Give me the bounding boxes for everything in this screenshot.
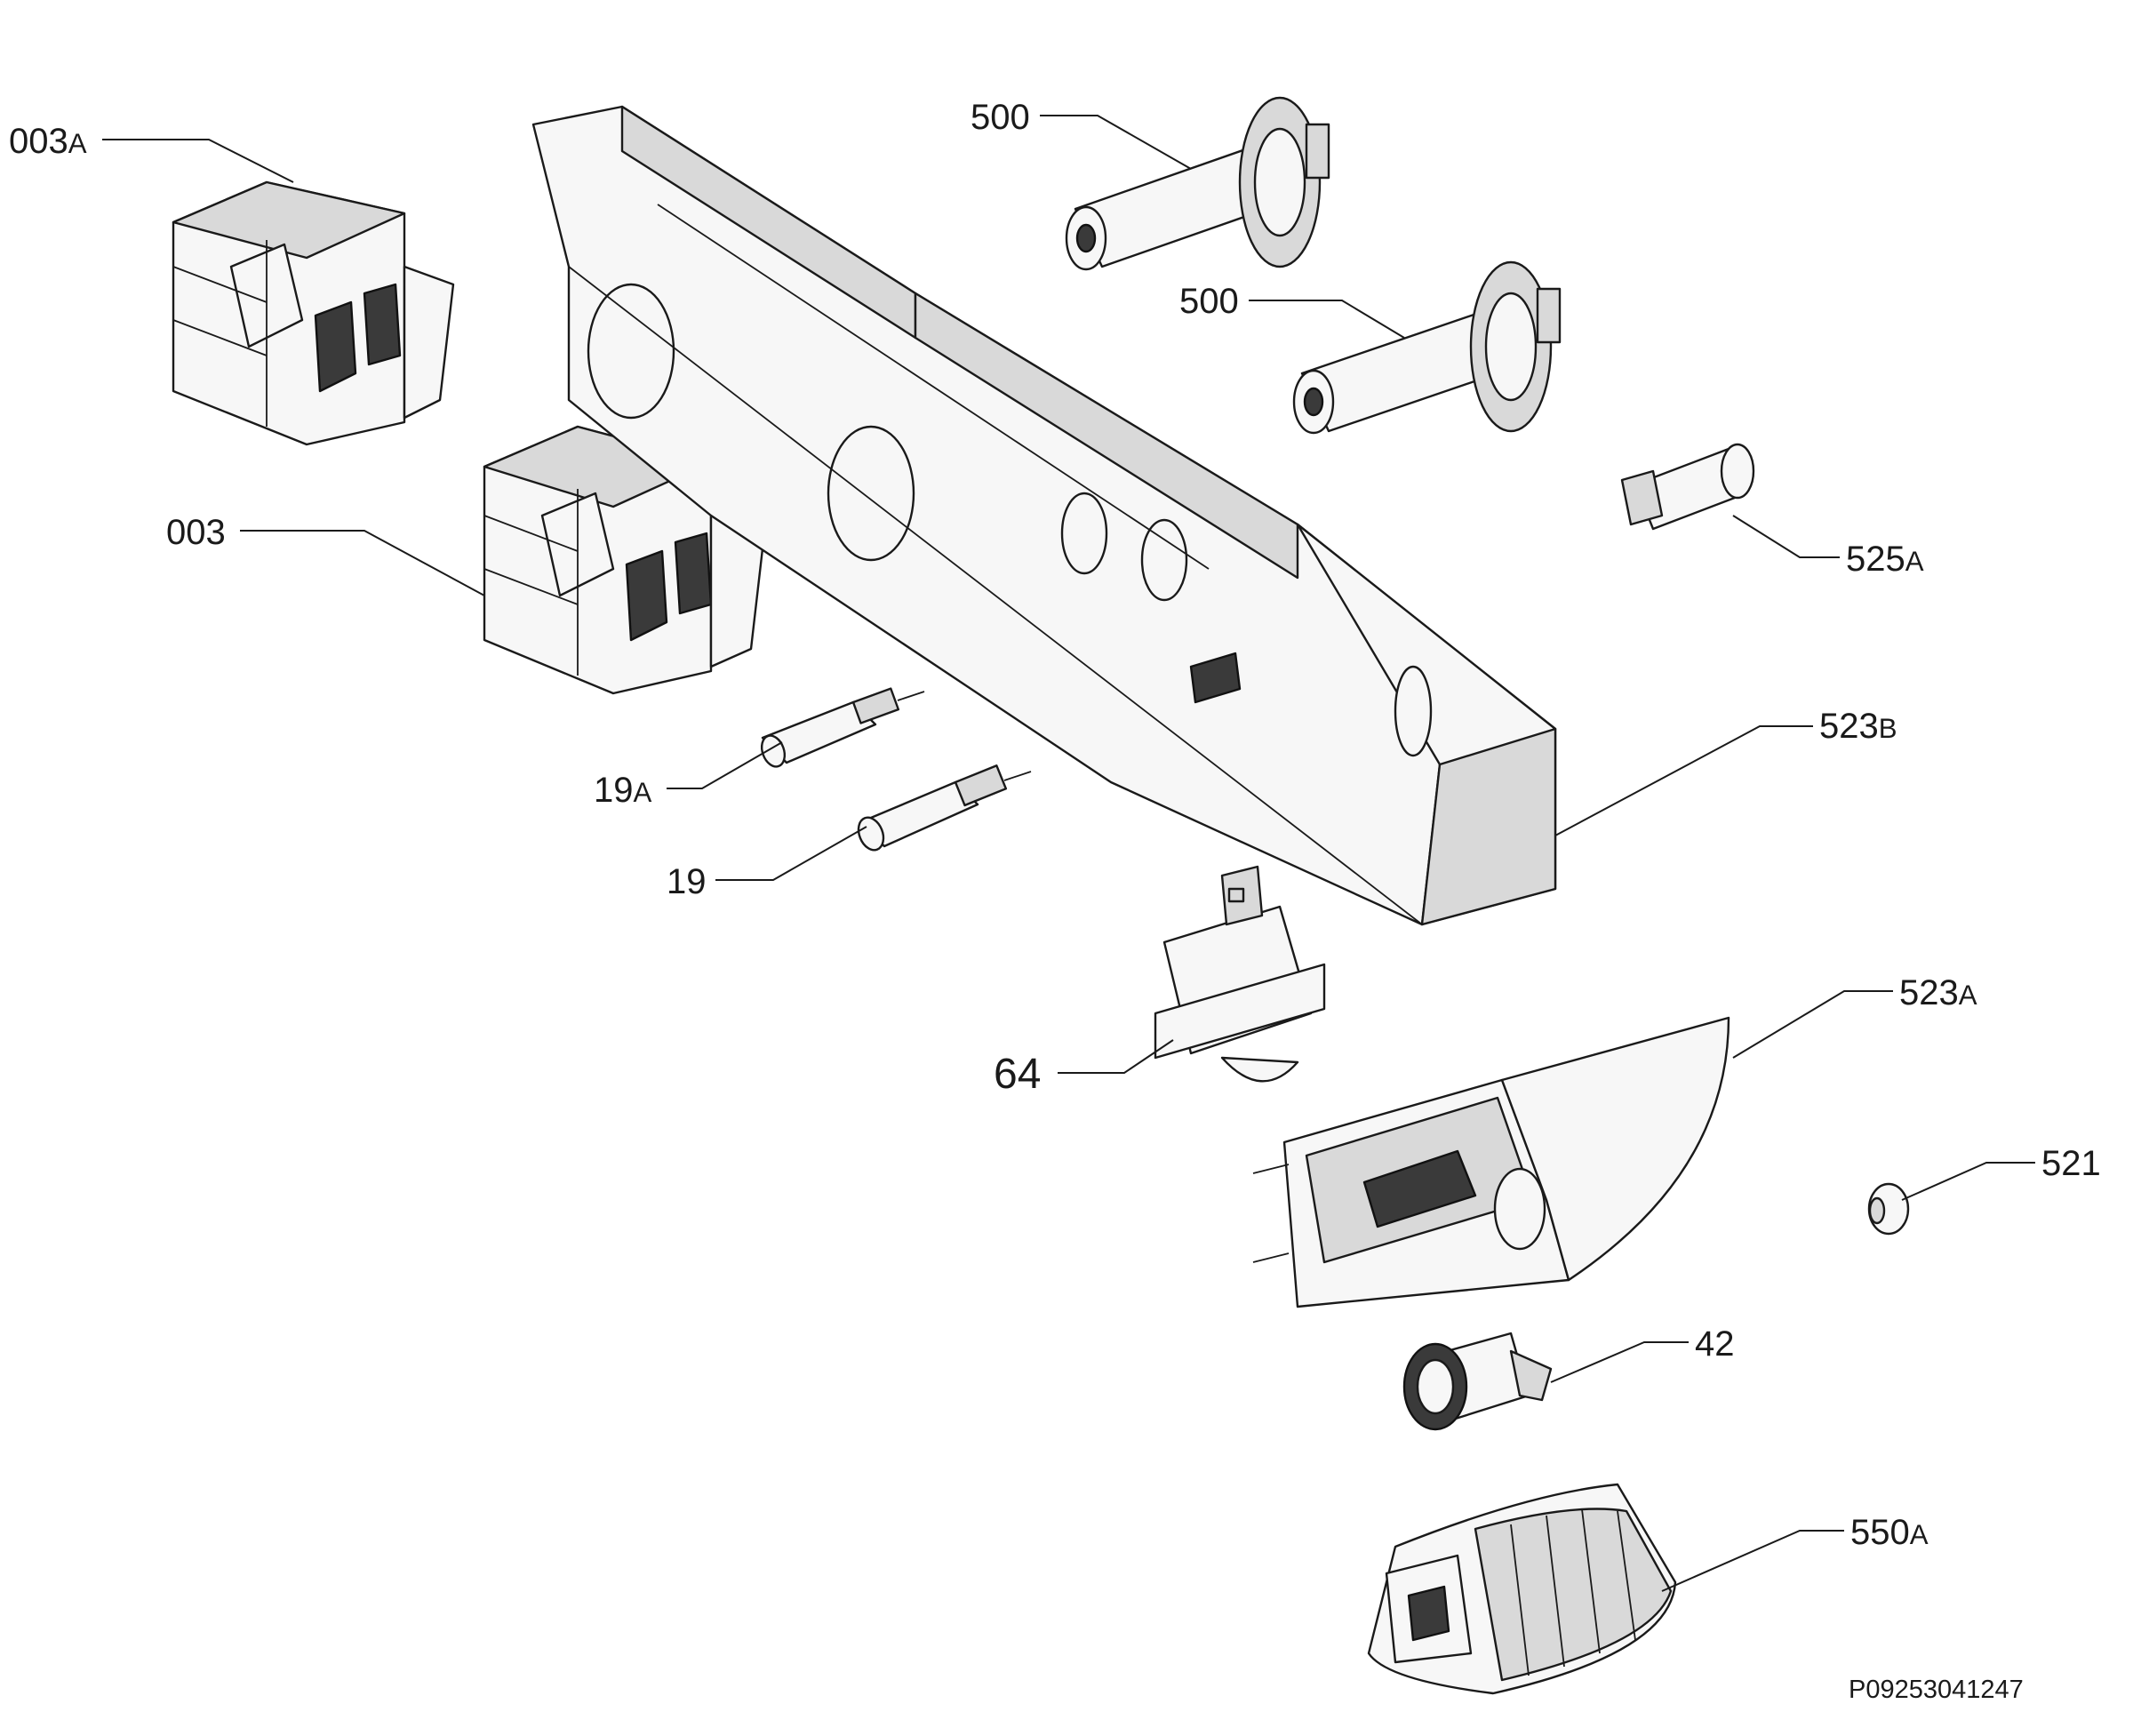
part-64-rocker-switch (1154, 865, 1326, 1083)
part-523A-panel (1252, 1016, 1730, 1308)
callout-500b: 500 (1179, 282, 1239, 321)
part-525A-connector (1620, 443, 1755, 531)
callout-003A: 003A (9, 122, 87, 161)
leader-19 (715, 826, 867, 881)
callout-521: 521 (2041, 1144, 2101, 1183)
part-500a-shaft (1065, 96, 1330, 271)
part-523B-housing (531, 105, 1557, 926)
part-19A-fuse (760, 687, 925, 768)
leader-64 (1058, 1039, 1174, 1074)
callout-525A: 525A (1846, 540, 1924, 579)
leader-500a (1040, 115, 1192, 170)
callout-550A: 550A (1850, 1513, 1929, 1552)
leader-003A (102, 139, 294, 183)
callout-003: 003 (166, 513, 226, 552)
callout-19A: 19A (594, 771, 652, 810)
callout-523B: 523B (1819, 707, 1897, 746)
leader-550A (1661, 1530, 1844, 1592)
leader-525A (1732, 515, 1840, 558)
callout-500a: 500 (971, 98, 1030, 137)
leader-19A (667, 741, 783, 789)
callout-64: 64 (994, 1051, 1041, 1098)
leader-42 (1550, 1341, 1689, 1383)
part-521-cap (1867, 1182, 1910, 1236)
part-500b-shaft (1292, 260, 1562, 435)
part-550A-grille (1367, 1483, 1677, 1695)
leader-500b (1249, 300, 1405, 339)
callout-523A: 523A (1899, 973, 1977, 1012)
part-42-lamp-holder (1402, 1332, 1553, 1431)
drawing-code: P09253041247 (1849, 1676, 2024, 1704)
part-003-switch-block (483, 425, 766, 695)
part-19-fuse (857, 764, 1032, 852)
leader-003 (240, 530, 485, 596)
part-003A-switch-block (172, 180, 455, 446)
leader-521 (1901, 1162, 2035, 1201)
leader-523A (1732, 990, 1893, 1059)
callout-42: 42 (1695, 1324, 1735, 1364)
leader-523B (1554, 725, 1813, 836)
callout-19: 19 (667, 862, 707, 901)
